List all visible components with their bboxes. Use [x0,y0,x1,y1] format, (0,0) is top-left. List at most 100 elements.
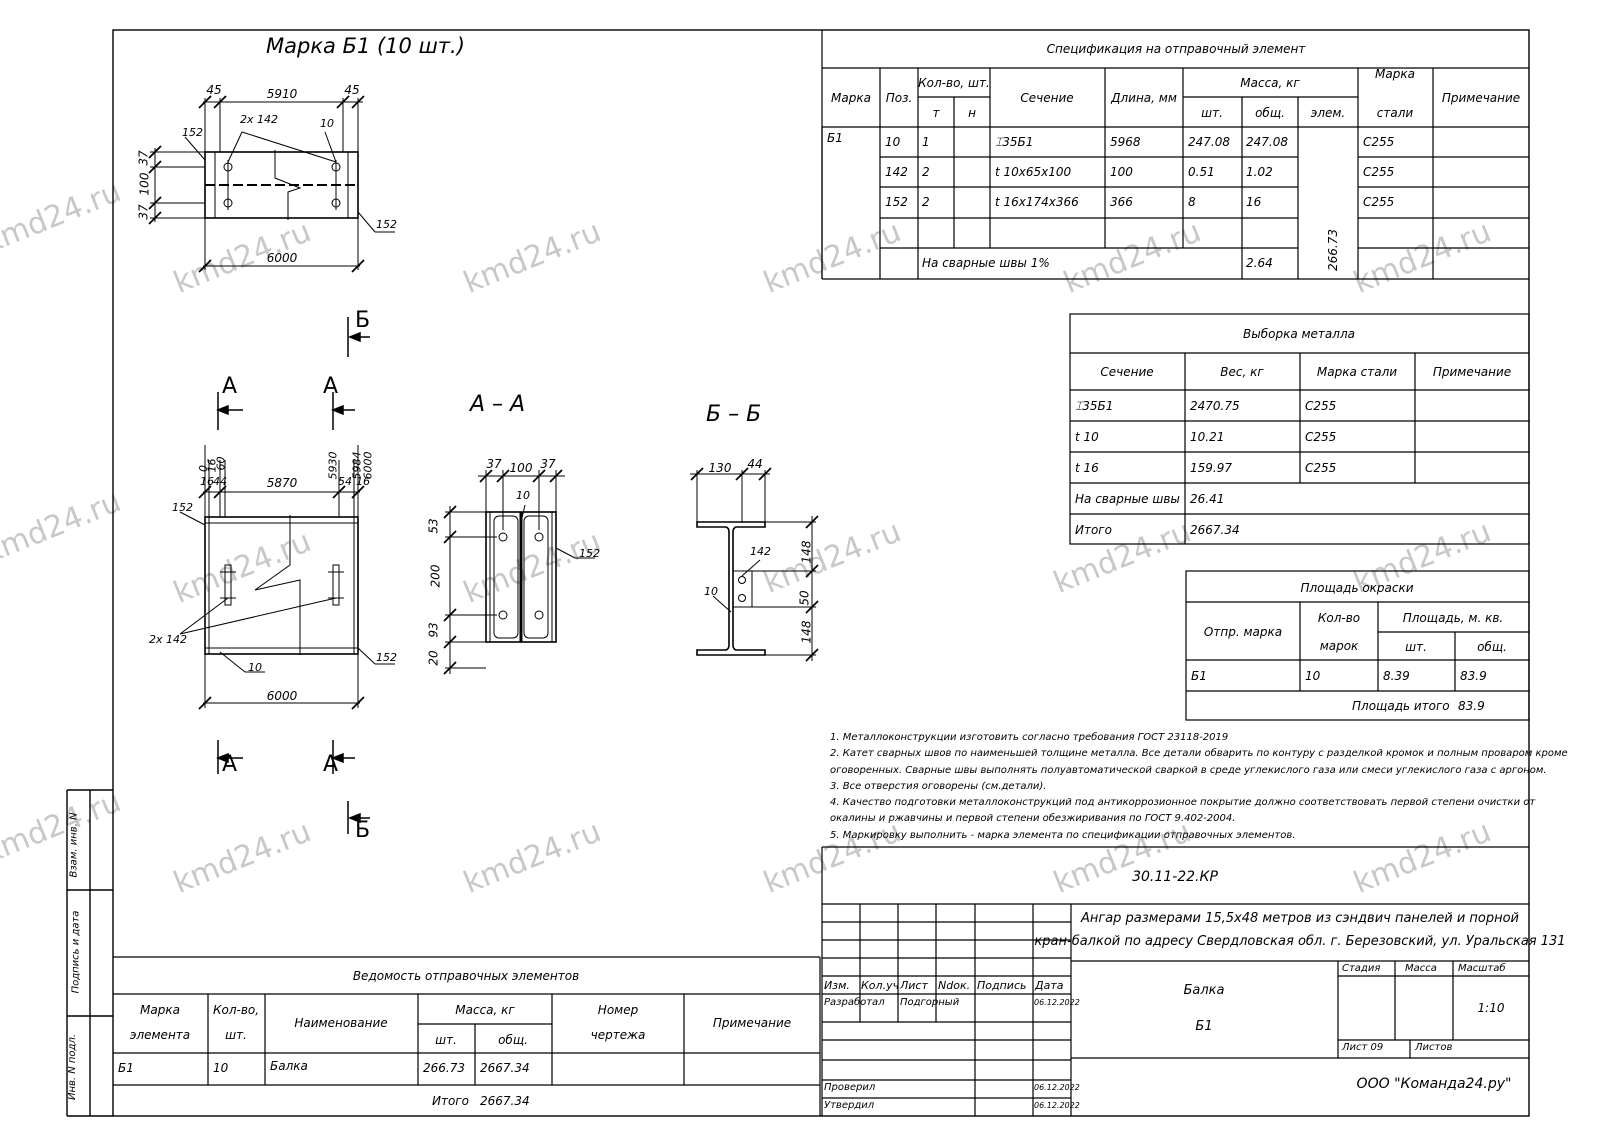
vyborka-title: Выборка металла [1243,327,1355,341]
stamp-role: Утвердил [824,1100,875,1111]
col-header: Марка [1375,67,1415,81]
dim-label: 37 [136,204,151,220]
dim-label: 5870 [266,476,298,490]
col-header: Номер [597,1003,639,1017]
col-header: Сечение [1100,365,1154,379]
scale-value: 1:10 [1477,1001,1505,1015]
section-a-label: А [222,752,238,777]
paint-title: Площадь окраски [1300,581,1414,595]
table-cell: 2470.75 [1190,399,1240,413]
dim-label: 45 [206,83,222,97]
dim-label: 45 [344,83,360,97]
section-aa [443,469,595,675]
stamp-col: Масштаб [1458,963,1506,974]
leader-label: 152 [579,547,600,560]
note-line: 1. Металлоконструкции изготовить согласн… [830,732,1229,743]
table-cell: 16 [1246,195,1262,209]
col-header: Марка [140,1003,180,1017]
side-label: Подпись и дата [70,910,82,994]
table-cell: С255 [1305,399,1337,413]
stamp-person: Подгорный [900,997,960,1008]
spec-weld-value: 2.64 [1246,256,1273,270]
dim-label: 44 [747,457,763,471]
leader-label: 10 [704,585,718,598]
doc-code: 30.11-22.КР [1132,869,1218,885]
table-cell: С255 [1363,165,1395,179]
elevation-view [179,445,395,710]
table-cell: Итого [1075,523,1112,537]
stamp-col: Ndок. [938,979,971,992]
table-cell: t 16x174x366 [995,195,1079,209]
table-cell: 83.9 [1460,669,1487,683]
table-cell: 5968 [1110,135,1141,149]
table-cell: 247.08 [1246,135,1288,149]
table-cell: 10 [213,1061,229,1075]
paint-total-value: 83.9 [1458,699,1485,713]
leader-label: 152 [376,218,397,231]
col-header: т [932,106,940,120]
col-header: Примечание [712,1016,792,1030]
col-header: Сечение [1020,91,1074,105]
col-header: шт. [225,1028,247,1042]
stamp-col: Дата [1035,979,1064,992]
col-header: шт. [1201,106,1223,120]
plan-view [148,95,395,273]
col-header: общ. [1477,640,1507,654]
dim-label: 100 [137,172,152,196]
dim-label: 50 [797,590,812,606]
table-cell: Б1 [1191,669,1207,683]
col-header: Поз. [885,91,913,105]
section-bb [690,467,819,662]
table-cell: 8.39 [1383,669,1410,683]
table-cell: 1.02 [1246,165,1273,179]
table-cell: 266.73 [423,1061,465,1075]
table-cell: 2 [922,195,930,209]
element-name: Балка [1183,983,1225,998]
leader-label: 10 [516,489,530,502]
table-cell: t 10 [1075,430,1099,444]
dim-label: 5910 [266,87,298,101]
col-header: общ. [498,1033,528,1047]
leader-label: 152 [182,126,203,139]
table-cell: 8 [1188,195,1196,209]
paint-grid [1185,570,1530,721]
stamp-role: Проверил [824,1082,876,1093]
leader-label: 2х 142 [149,633,188,646]
table-cell: 2667.34 [480,1061,530,1075]
table-cell: Балка [270,1059,308,1073]
col-header: Примечание [1432,365,1512,379]
table-cell: 152 [885,195,908,209]
note-line: 4. Качество подготовки металлоконструкци… [830,797,1536,809]
section-a-marks [215,392,355,774]
dim-label: 6000 [266,251,298,265]
dim-label: 148 [799,620,814,644]
table-cell: 0.51 [1188,165,1215,179]
project-title: кран-балкой по адресу Свердловская обл. … [1034,934,1566,949]
col-header: чертежа [590,1028,646,1042]
sheet-count: Листов [1415,1042,1453,1053]
table-cell: 26.41 [1190,492,1225,506]
section-a-label: А [323,752,339,777]
spec-title: Спецификация на отправочный элемент [1046,42,1306,56]
stamp-date: 06.12.2022 [1034,998,1080,1007]
section-a-label: А [323,374,339,399]
stamp-grid [821,846,1529,1116]
spec-elem-total: 266.73 [1326,229,1340,271]
vedomost-total-value: 2667.34 [480,1094,530,1108]
dim-label: 16 [356,475,370,488]
table-cell: Б1 [118,1061,134,1075]
dim-label: 5930 [326,451,340,480]
col-header: Масса, кг [455,1003,515,1017]
element-mark: Б1 [1195,1019,1213,1034]
spec-grid [821,30,1529,280]
notes: 1. Металлоконструкции изготовить согласн… [830,730,1568,844]
table-cell: 10 [885,135,901,149]
side-label: Инв. N подл. [67,1033,79,1101]
col-header: Площадь, м. кв. [1402,611,1504,625]
col-header: Вес, кг [1220,365,1264,379]
table-cell: ⌶35Б1 [1075,399,1114,413]
table-cell: 247.08 [1188,135,1230,149]
col-header: Длина, мм [1111,91,1177,105]
section-b-label: Б [355,818,371,843]
dim-label: 100 [509,461,533,475]
